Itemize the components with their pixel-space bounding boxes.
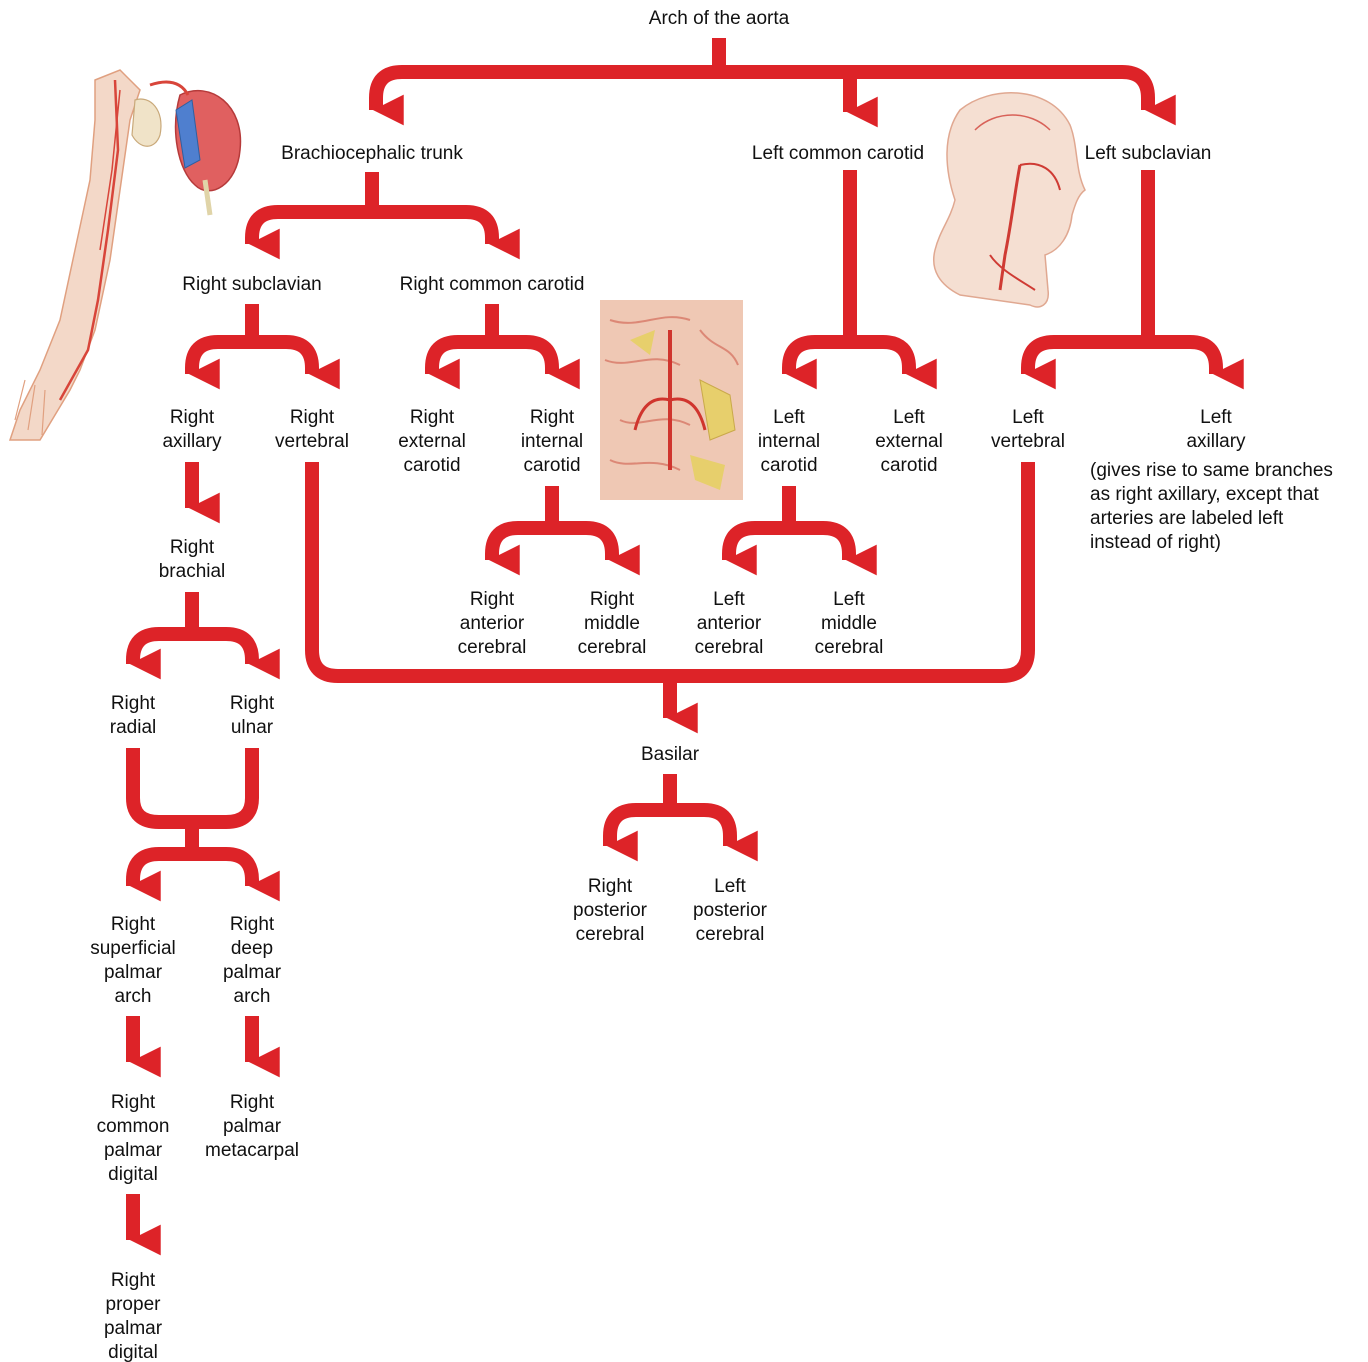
head-neck-illustration [934,93,1085,307]
right-axillary-label: Right axillary [162,406,221,454]
right-subclavian-label: Right subclavian [182,273,321,297]
brachial-arrow-left-branch [133,592,192,664]
radial-ulnar-arrow-left-branch [133,822,192,886]
left-external-carotid-label: Left external carotid [875,406,943,478]
left-axillary-note: (gives rise to same branches as right ax… [1090,459,1333,555]
right-subclavian-arrow-left-branch [192,304,252,374]
left-subclavian-arrow-left-branch [1028,340,1148,374]
right-anterior-cerebral-label: Right anterior cerebral [458,588,527,660]
right-posterior-cerebral-label: Right posterior cerebral [573,875,647,947]
aorta-arrow-right-branch [719,72,1148,110]
left-common-carotid-arrow-right-branch [850,342,909,374]
left-middle-cerebral-label: Left middle cerebral [815,588,884,660]
brachiocephalic-arrow-right-branch [372,212,492,244]
basilar-label: Basilar [641,743,699,767]
right-common-carotid-arrow-right-branch [492,342,552,374]
right-internal-carotid-arrow-left-branch [492,486,552,560]
right-superficial-palmar-arch-label: Right superficial palmar arch [90,913,176,1009]
basilar-arrow-right-branch [670,810,730,846]
left-vertebral-label: Left vertebral [991,406,1065,454]
right-external-carotid-label: Right external carotid [398,406,466,478]
right-deep-palmar-arch-label: Right deep palmar arch [223,913,281,1009]
left-posterior-cerebral-label: Left posterior cerebral [693,875,767,947]
right-common-carotid-arrow-left-branch [432,304,492,374]
right-palmar-metacarpal-label: Right palmar metacarpal [205,1091,299,1163]
left-subclavian-label: Left subclavian [1085,142,1212,166]
right-internal-carotid-label: Right internal carotid [521,406,583,478]
aorta-arrow-left-branch [376,38,719,110]
left-common-carotid-label: Left common carotid [752,142,924,166]
left-internal-carotid-label: Left internal carotid [758,406,820,478]
right-radial-label: Right radial [110,692,156,740]
right-middle-cerebral-label: Right middle cerebral [578,588,647,660]
left-anterior-cerebral-label: Left anterior cerebral [695,588,764,660]
brachial-arrow-right-branch [192,634,252,664]
arm-heart-illustration [10,70,240,440]
left-internal-carotid-arrow-right-branch [789,528,849,560]
radial-ulnar-arrow-right-branch [192,854,252,886]
brachiocephalic-trunk-label: Brachiocephalic trunk [281,142,463,166]
radial-ulnar-join-line [133,748,252,822]
left-axillary-label: Left axillary [1186,406,1245,454]
left-common-carotid-arrow-left-branch [789,340,850,374]
basilar-arrow-left-branch [610,774,670,846]
right-internal-carotid-arrow-right-branch [552,528,612,560]
right-common-palmar-digital-label: Right common palmar digital [97,1091,170,1187]
right-brachial-label: Right brachial [159,536,226,584]
right-vertebral-label: Right vertebral [275,406,349,454]
left-subclavian-arrow-right-branch [1148,342,1216,374]
right-ulnar-label: Right ulnar [230,692,274,740]
right-subclavian-arrow-right-branch [252,342,312,374]
right-common-carotid-label: Right common carotid [400,273,585,297]
brain-base-illustration [600,300,743,500]
right-proper-palmar-digital-label: Right proper palmar digital [104,1269,162,1362]
brachiocephalic-arrow-left-branch [252,172,372,244]
arch-of-aorta-label: Arch of the aorta [649,7,789,31]
